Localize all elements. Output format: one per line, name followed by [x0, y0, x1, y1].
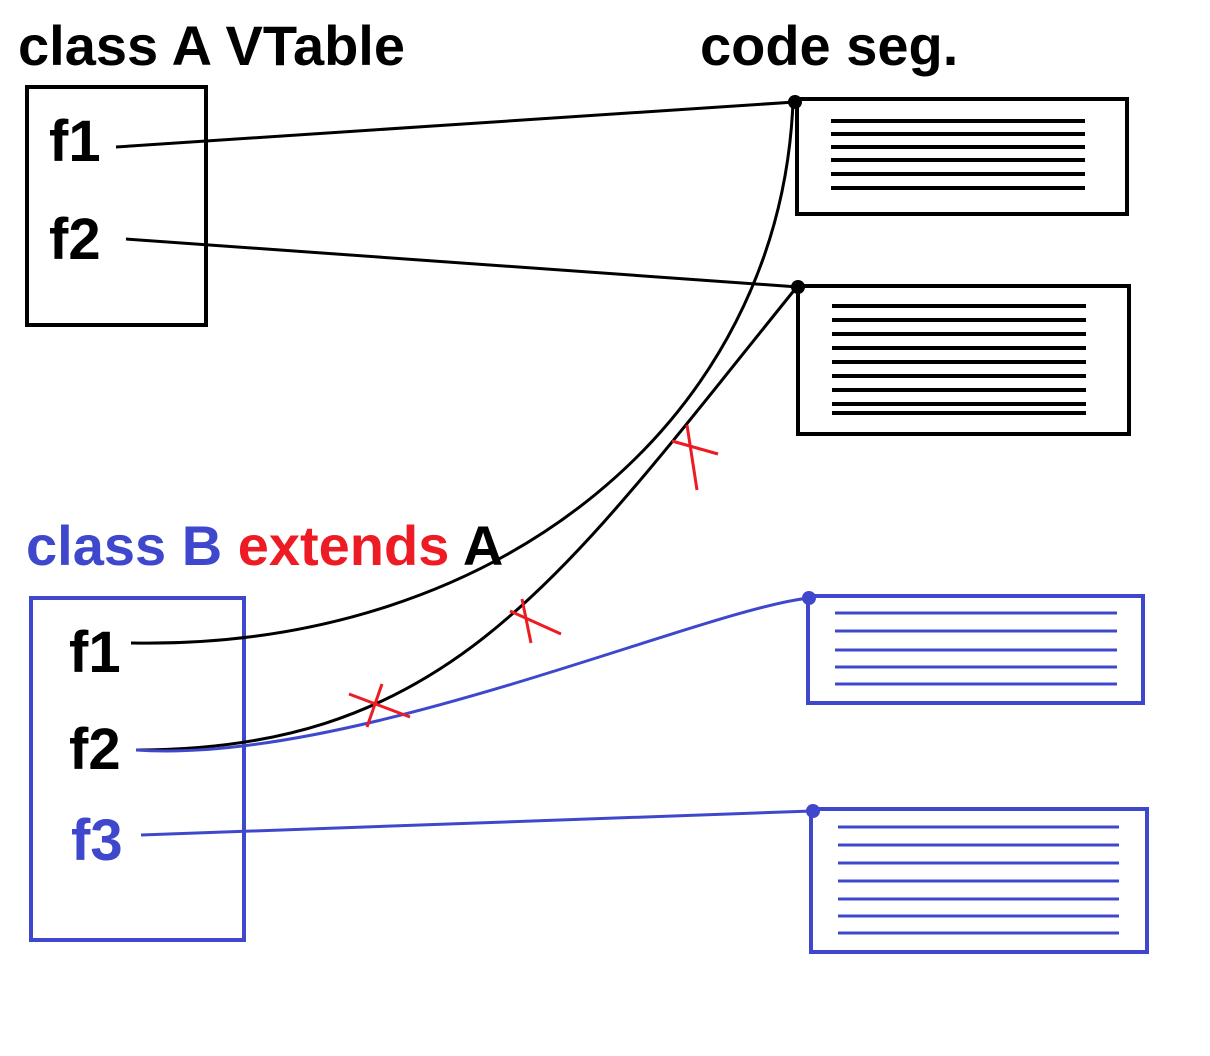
cross-out-mark-2 — [509, 598, 562, 644]
code-block-f1 — [795, 97, 1129, 216]
vtable-a-title: class A VTable — [18, 14, 405, 77]
anchor-dot-code-block-f1 — [788, 95, 802, 109]
vtable-b-box — [29, 596, 246, 942]
code-block-b-f2 — [806, 594, 1145, 705]
pointer-a-f2 — [125, 237, 799, 289]
extends-keyword: extends — [237, 514, 450, 577]
pointer-b-f1 — [130, 101, 795, 645]
pointer-b-f2-override — [135, 596, 810, 753]
anchor-dot-code-block-b-f2 — [802, 591, 816, 605]
class-b-keyword: class B — [26, 514, 223, 577]
vtable-b-slot-f2: f2 — [69, 717, 121, 782]
vtable-a-slot-f1: f1 — [49, 109, 101, 174]
vtable-b-slot-f1: f1 — [69, 620, 121, 685]
anchor-dot-code-block-f2 — [791, 280, 805, 294]
code-block-f2 — [796, 284, 1131, 436]
pointer-b-f2-overridden — [135, 287, 798, 752]
vtable-b-title: class B extends A — [26, 518, 503, 574]
code-block-b-f3 — [809, 807, 1149, 954]
vtable-a-box — [25, 85, 208, 327]
anchor-dot-code-block-b-f3 — [806, 804, 820, 818]
pointer-b-f3 — [140, 809, 813, 837]
vtable-a-slot-f2: f2 — [49, 207, 101, 272]
cross-out-mark-3 — [348, 683, 411, 728]
pointer-a-f1 — [115, 100, 796, 149]
cross-out-mark-1 — [671, 424, 719, 491]
vtable-b-slot-f3: f3 — [71, 808, 123, 873]
code-segment-title: code seg. — [700, 14, 959, 77]
base-class-name: A — [462, 514, 504, 577]
